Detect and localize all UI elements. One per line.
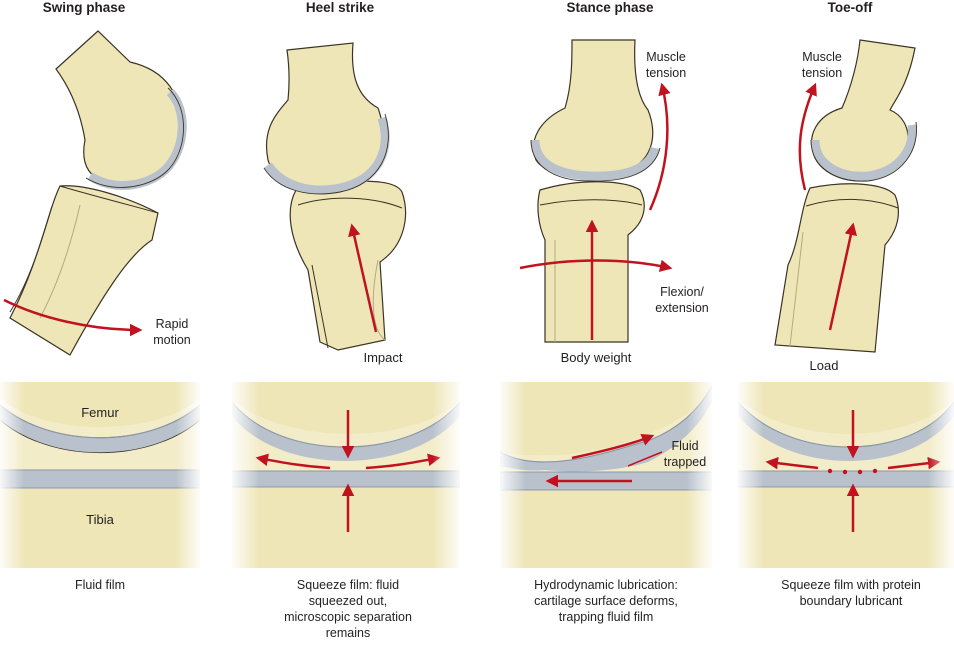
stance-phase-title: Stance phase bbox=[566, 0, 654, 15]
toe-off-muscle-tension-label: Muscle tension bbox=[801, 50, 843, 80]
stance-phase-knee bbox=[519, 39, 673, 343]
body-weight-label: Body weight bbox=[560, 350, 632, 365]
stance-phase-closeup bbox=[500, 382, 712, 568]
fluid-trapped-label: Fluid trapped bbox=[663, 439, 707, 469]
toe-off-knee bbox=[774, 39, 917, 353]
toe-off-caption: Squeeze film with protein boundary lubri… bbox=[781, 578, 921, 608]
impact-label: Impact bbox=[363, 350, 403, 365]
stance-muscle-tension-label: Muscle tension bbox=[645, 50, 687, 80]
heel-strike-title: Heel strike bbox=[305, 0, 375, 15]
flexion-extension-label: Flexion/ extension bbox=[655, 285, 709, 315]
heel-strike-closeup bbox=[232, 382, 460, 568]
stance-phase-caption: Hydrodynamic lubrication: cartilage surf… bbox=[534, 578, 678, 624]
toe-off-title: Toe-off bbox=[827, 0, 873, 15]
femur-label: Femur bbox=[81, 405, 119, 420]
toe-off-closeup bbox=[738, 382, 954, 568]
swing-phase-closeup bbox=[0, 382, 200, 568]
swing-phase-caption: Fluid film bbox=[74, 578, 125, 592]
rapid-motion-label: Rapid motion bbox=[153, 317, 191, 347]
swing-phase-title: Swing phase bbox=[42, 0, 126, 15]
load-label: Load bbox=[809, 358, 839, 373]
swing-phase-knee bbox=[3, 30, 187, 356]
heel-strike-knee bbox=[263, 42, 407, 351]
tibia-label: Tibia bbox=[86, 512, 114, 527]
heel-strike-caption: Squeeze film: fluid squeezed out, micros… bbox=[284, 578, 412, 640]
